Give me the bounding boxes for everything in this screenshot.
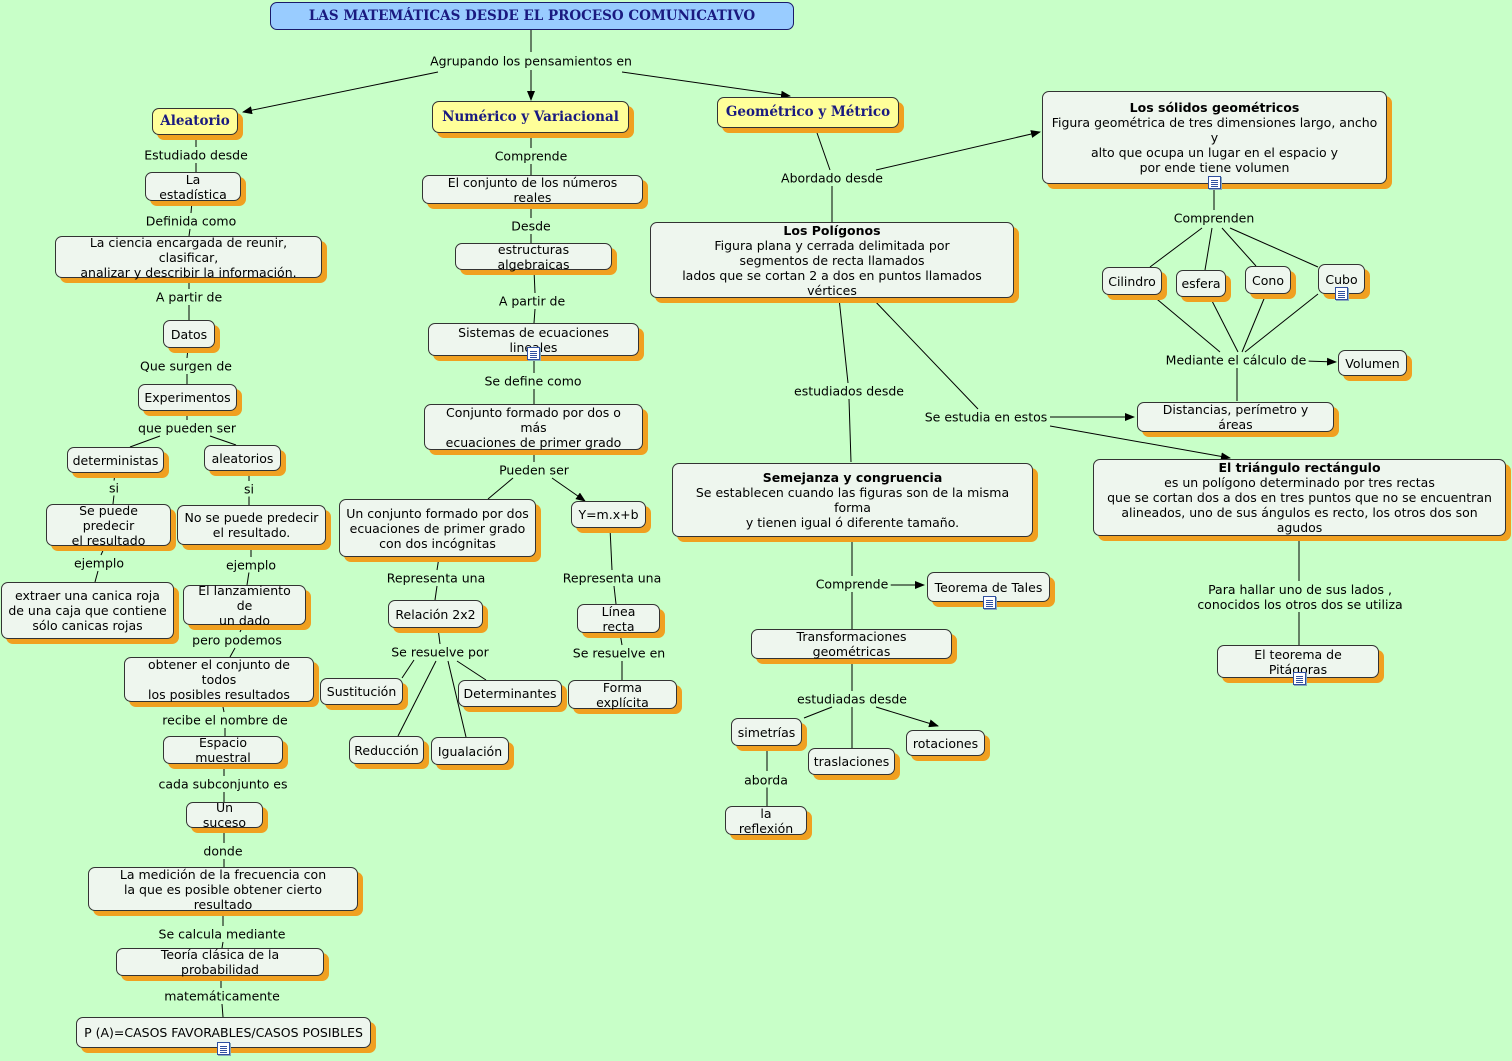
document-icon[interactable] [1335, 287, 1348, 300]
label-representa-una: Representa una [560, 570, 664, 586]
node-un-conjunto-dos-ecuaciones[interactable]: Un conjunto formado por dos ecuaciones d… [339, 499, 536, 557]
label-cada-subconjunto: cada subconjunto es [156, 776, 290, 792]
node-conjunto-formado[interactable]: Conjunto formado por dos o más ecuacione… [424, 404, 643, 450]
label-definida-como: Definida como [143, 213, 239, 229]
label-estudiado-desde: Estudiado desde [142, 147, 250, 163]
label-recibe-nombre: recibe el nombre de [160, 712, 290, 728]
node-experimentos[interactable]: Experimentos [138, 384, 237, 411]
node-cilindro[interactable]: Cilindro [1102, 267, 1162, 295]
label-si: si [242, 481, 256, 497]
node-traslaciones[interactable]: traslaciones [808, 748, 895, 775]
node-suceso[interactable]: Un suceso [186, 800, 263, 830]
node-sustitucion[interactable]: Sustitución [320, 678, 403, 705]
node-reflexion[interactable]: la reflexión [725, 806, 807, 836]
node-espacio-muestral[interactable]: Espacio muestral [163, 735, 283, 765]
node-igualacion[interactable]: Igualación [431, 737, 509, 765]
node-numeros-reales[interactable]: El conjunto de los números reales [422, 175, 643, 205]
node-teoria-clasica[interactable]: Teoría clásica de la probabilidad [116, 947, 324, 977]
node-datos[interactable]: Datos [163, 320, 215, 348]
node-se-puede-predecir[interactable]: Se puede predecir el resultado [46, 503, 171, 548]
label-si: si [107, 480, 121, 496]
semejanza-description: Se establecen cuando las figuras son de … [695, 485, 1010, 530]
label-pero-podemos: pero podemos [190, 632, 284, 648]
node-lanzamiento-dado[interactable]: El lanzamiento de un dado [183, 583, 306, 628]
node-volumen[interactable]: Volumen [1338, 350, 1407, 376]
node-no-se-puede-predecir[interactable]: No se puede predecir el resultado. [177, 505, 326, 545]
label-comprende: Comprende [813, 576, 891, 592]
document-icon[interactable] [983, 596, 996, 609]
semejanza-title: Semejanza y congruencia [762, 470, 943, 485]
triangulo-description: es un polígono determinado por tres rect… [1107, 475, 1492, 535]
document-icon[interactable] [1293, 672, 1306, 685]
node-deterministas[interactable]: deterministas [67, 447, 164, 473]
node-determinantes[interactable]: Determinantes [458, 680, 562, 707]
node-linea-recta[interactable]: Línea recta [577, 604, 660, 634]
node-forma-explicita[interactable]: Forma explícita [568, 680, 677, 710]
label-agrupando: Agrupando los pensamientos en [428, 53, 634, 69]
node-medicion-frecuencia[interactable]: La medición de la frecuencia con la que … [88, 867, 358, 912]
node-esfera[interactable]: esfera [1176, 270, 1226, 297]
solidos-title: Los sólidos geométricos [1129, 100, 1300, 115]
node-ejemplo-canica[interactable]: extraer una canica roja de una caja que … [1, 582, 174, 639]
node-estadistica[interactable]: La estadística [145, 172, 241, 202]
label-abordado-desde: Abordado desde [779, 170, 885, 186]
map-title: LAS MATEMÁTICAS DESDE EL PROCESO COMUNIC… [270, 2, 794, 30]
node-relacion-2x2[interactable]: Relación 2x2 [388, 600, 483, 628]
node-aleatorio[interactable]: Aleatorio [152, 108, 238, 135]
label-comprenden: Comprenden [1171, 210, 1257, 226]
node-geometrico-metrico[interactable]: Geométrico y Métrico [717, 97, 899, 128]
node-simetrias[interactable]: simetrías [731, 718, 802, 746]
poligonos-description: Figura plana y cerrada delimitada por se… [682, 237, 982, 298]
node-solidos-geometricos[interactable]: Los sólidos geométricos Figura geométric… [1042, 91, 1387, 184]
label-comprende: Comprende [492, 148, 570, 164]
label-aborda: aborda [742, 772, 790, 788]
label-se-resuelve-por: Se resuelve por [389, 644, 491, 660]
label-ejemplo: ejemplo [223, 557, 279, 573]
node-aleatorios[interactable]: aleatorios [204, 445, 281, 471]
document-icon[interactable] [217, 1042, 230, 1055]
label-que-surgen-de: Que surgen de [138, 358, 234, 374]
label-que-pueden-ser: que pueden ser [136, 420, 238, 436]
label-representa-una: Representa una [384, 570, 488, 586]
solidos-description: Figura geométrica de tres dimensiones la… [1051, 115, 1378, 175]
poligonos-title: Los Polígonos [783, 222, 881, 238]
document-icon[interactable] [527, 347, 540, 360]
label-pueden-ser: Pueden ser [497, 462, 571, 478]
label-estudiadas-desde: estudiadas desde [795, 691, 909, 707]
node-transformaciones[interactable]: Transformaciones geométricas [751, 629, 952, 659]
label-estudiados-desde: estudiados desde [792, 383, 906, 399]
label-a-partir-de: A partir de [153, 289, 225, 305]
label-donde: donde [201, 843, 245, 859]
label-se-estudia-en: Se estudia en estos [922, 409, 1050, 425]
document-icon[interactable] [1208, 176, 1221, 189]
node-distancias-perimetro-areas[interactable]: Distancias, perímetro y áreas [1137, 402, 1334, 432]
node-cono[interactable]: Cono [1245, 266, 1291, 294]
node-ymxb[interactable]: Y=m.x+b [571, 501, 646, 528]
node-teorema-tales[interactable]: Teorema de Tales [927, 572, 1050, 602]
label-se-calcula: Se calcula mediante [156, 926, 288, 942]
label-matematicamente: matemáticamente [162, 988, 282, 1004]
triangulo-title: El triángulo rectángulo [1218, 460, 1381, 475]
node-numerico-variacional[interactable]: Numérico y Variacional [432, 101, 629, 133]
node-ciencia-definicion[interactable]: La ciencia encargada de reunir, clasific… [55, 235, 322, 280]
label-a-partir-de: A partir de [496, 293, 568, 309]
label-mediante-calculo: Mediante el cálculo de [1163, 352, 1309, 368]
label-desde: Desde [509, 218, 553, 234]
node-semejanza-congruencia[interactable]: Semejanza y congruencia Se establecen cu… [672, 463, 1033, 537]
label-para-hallar: Para hallar uno de sus lados , conocidos… [1195, 582, 1405, 612]
node-poligonos[interactable]: Los Polígonos Figura plana y cerrada del… [650, 222, 1014, 298]
node-reduccion[interactable]: Reducción [349, 736, 424, 764]
node-triangulo-rectangulo[interactable]: El triángulo rectángulo es un polígono d… [1093, 459, 1506, 536]
node-rotaciones[interactable]: rotaciones [906, 730, 985, 756]
node-conjunto-resultados[interactable]: obtener el conjunto de todos los posible… [124, 657, 314, 702]
node-estructuras-algebraicas[interactable]: estructuras algebraicas [455, 242, 612, 272]
label-se-resuelve-en: Se resuelve en [570, 645, 668, 661]
label-se-define-como: Se define como [482, 373, 584, 389]
label-ejemplo: ejemplo [71, 555, 127, 571]
